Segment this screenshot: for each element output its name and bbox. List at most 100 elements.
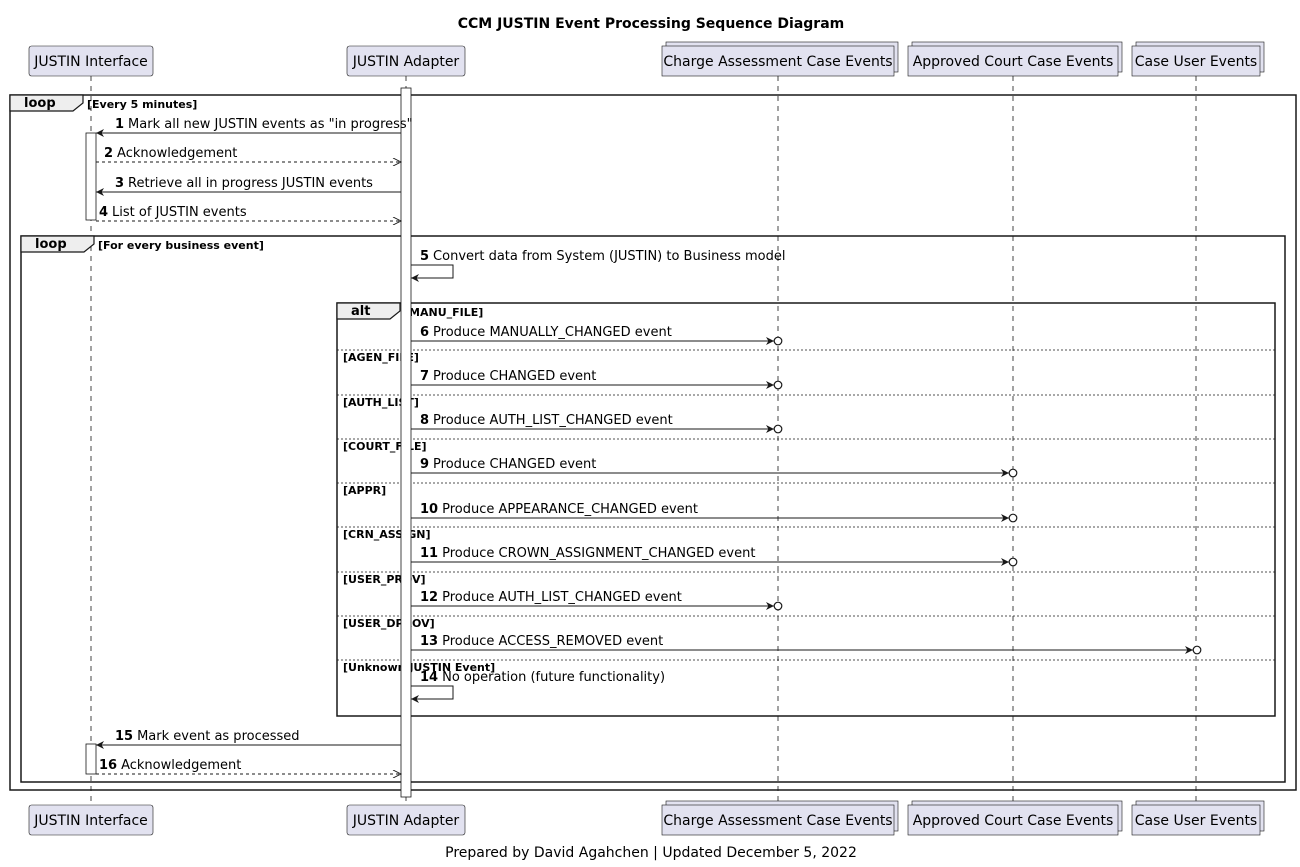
activation-bars xyxy=(85,87,412,798)
message-label: 1 Mark all new JUSTIN events as "in progr… xyxy=(115,117,413,132)
queue-endpoint-circle xyxy=(773,336,783,346)
message-text: Mark all new JUSTIN events as "in progre… xyxy=(128,117,413,132)
frame-alt1: alt[MANU_FILE][AGEN_FILE][AUTH_LIST][COU… xyxy=(336,302,1276,717)
message-text: List of JUSTIN events xyxy=(112,205,247,220)
message-text: Acknowledgement xyxy=(121,758,241,773)
message-text: Produce MANUALLY_CHANGED event xyxy=(433,325,672,340)
participant-ji-bottom: JUSTIN Interface xyxy=(28,804,154,836)
frame-label: loop xyxy=(35,237,67,252)
message-text: Acknowledgement xyxy=(117,146,237,161)
frame-condition: [For every business event] xyxy=(98,239,264,252)
frame-tab xyxy=(20,235,95,253)
alt-branch-condition: [Unknown JUSTIN Event] xyxy=(343,661,495,674)
frame-label: loop xyxy=(24,96,56,111)
alt-branch-condition: [USER_PROV] xyxy=(343,573,426,586)
message-text: Produce APPEARANCE_CHANGED event xyxy=(442,502,698,517)
message-number: 7 xyxy=(420,369,429,384)
message-text: Mark event as processed xyxy=(137,729,299,744)
participant-label: Approved Court Case Events xyxy=(913,813,1114,829)
participant-ac-bottom: Approved Court Case Events xyxy=(907,800,1123,836)
participant-ca-bottom: Charge Assessment Case Events xyxy=(661,800,899,836)
message-text: Convert data from System (JUSTIN) to Bus… xyxy=(433,249,785,264)
participant-label: Charge Assessment Case Events xyxy=(663,54,892,70)
message-label: 3 Retrieve all in progress JUSTIN events xyxy=(115,176,373,191)
participant-label: JUSTIN Interface xyxy=(33,54,148,70)
frame-condition: [Every 5 minutes] xyxy=(87,98,197,111)
queue-endpoint-circle xyxy=(1008,468,1018,478)
message-number: 6 xyxy=(420,325,429,340)
message-10: 10 Produce APPEARANCE_CHANGED event xyxy=(411,502,1018,523)
message-13: 13 Produce ACCESS_REMOVED event xyxy=(411,634,1202,655)
participant-box xyxy=(1131,804,1261,836)
participant-box xyxy=(346,804,466,836)
activation-bar xyxy=(85,132,97,221)
participant-box xyxy=(907,804,1119,836)
frame-tab xyxy=(336,302,401,320)
participant-cu-bottom: Case User Events xyxy=(1131,800,1265,836)
message-number: 13 xyxy=(420,634,438,649)
participant-label: Case User Events xyxy=(1135,813,1257,829)
frame-loop1: loop [Every 5 minutes] xyxy=(9,94,1297,791)
message-number: 9 xyxy=(420,457,429,472)
activation-bar xyxy=(400,87,412,798)
message-number: 1 xyxy=(115,117,124,132)
message-7: 7 Produce CHANGED event xyxy=(411,369,783,390)
message-1: 1 Mark all new JUSTIN events as "in progr… xyxy=(96,117,413,137)
message-text: Retrieve all in progress JUSTIN events xyxy=(128,176,373,191)
message-number: 8 xyxy=(420,413,429,428)
message-5: 5 Convert data from System (JUSTIN) to Bu… xyxy=(411,249,786,282)
queue-endpoint-circle xyxy=(773,601,783,611)
message-15: 15 Mark event as processed xyxy=(96,729,401,749)
message-text: No operation (future functionality) xyxy=(442,670,665,685)
message-label: 6 Produce MANUALLY_CHANGED event xyxy=(420,325,672,340)
message-number: 5 xyxy=(420,249,429,264)
participant-label: Charge Assessment Case Events xyxy=(663,813,892,829)
messages: 1 Mark all new JUSTIN events as "in progr… xyxy=(96,117,1202,774)
message-6: 6 Produce MANUALLY_CHANGED event xyxy=(411,325,783,346)
participant-ja-top: JUSTIN Adapter xyxy=(346,45,466,77)
message-text: Produce CHANGED event xyxy=(433,369,596,384)
participant-box xyxy=(28,804,154,836)
frame-border xyxy=(20,235,1286,783)
alt-branch-condition: [APPR] xyxy=(343,484,386,497)
message-3: 3 Retrieve all in progress JUSTIN events xyxy=(96,176,401,196)
message-number: 15 xyxy=(115,729,133,744)
frame-border xyxy=(9,94,1297,791)
message-text: Produce CROWN_ASSIGNMENT_CHANGED event xyxy=(442,546,755,561)
alt-branch-condition: [USER_DPROV] xyxy=(343,617,435,630)
participant-box xyxy=(1131,45,1261,77)
frame-tab xyxy=(9,94,84,112)
participant-cu-top: Case User Events xyxy=(1131,41,1265,77)
message-number: 3 xyxy=(115,176,124,191)
frame-border xyxy=(336,302,1276,717)
participant-label: Case User Events xyxy=(1135,54,1257,70)
message-label: 15 Mark event as processed xyxy=(115,729,300,744)
alt-branch-condition: [AGEN_FILE] xyxy=(343,351,419,364)
diagram-title: CCM JUSTIN Event Processing Sequence Dia… xyxy=(458,16,845,32)
queue-endpoint-circle xyxy=(1008,557,1018,567)
frames: loop [Every 5 minutes] loop [For every busi… xyxy=(9,94,1297,791)
message-number: 12 xyxy=(420,590,438,605)
participant-label: Approved Court Case Events xyxy=(913,54,1114,70)
participant-ca-top: Charge Assessment Case Events xyxy=(661,41,899,77)
message-number: 10 xyxy=(420,502,438,517)
message-text: Produce ACCESS_REMOVED event xyxy=(442,634,663,649)
frame-condition: [MANU_FILE] xyxy=(404,306,483,319)
alt-branch-condition: [CRN_ASSIGN] xyxy=(343,528,431,541)
queue-endpoint-circle xyxy=(773,424,783,434)
message-label: 7 Produce CHANGED event xyxy=(420,369,596,384)
footer-credit: Prepared by David Agahchen | Updated Dec… xyxy=(445,845,857,861)
